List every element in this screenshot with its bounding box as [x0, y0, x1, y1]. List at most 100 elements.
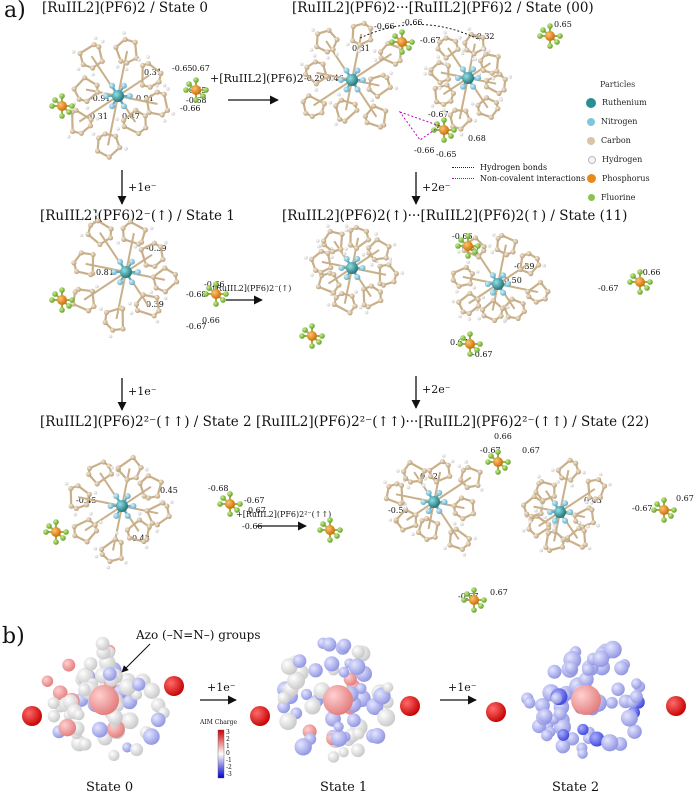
hydrogen-atom — [129, 311, 134, 315]
charge-label: 0.31 — [90, 112, 108, 121]
carbon-atom — [85, 231, 91, 237]
carbon-atom — [528, 271, 534, 277]
hydrogen-atom — [487, 244, 492, 248]
bond — [497, 283, 539, 294]
carbon-atom — [137, 480, 143, 486]
carbon-atom — [393, 271, 400, 277]
hydrogen-atom — [586, 524, 590, 529]
carbon-atom — [453, 526, 459, 532]
legend-label: Fluorine — [601, 193, 636, 202]
carbon-atom — [515, 315, 521, 322]
charge-label: -0.67 — [480, 446, 501, 455]
carbon-atom — [85, 308, 92, 314]
nitrogen-atom — [354, 86, 361, 93]
carbon-atom — [353, 224, 359, 231]
carbon-atom — [166, 513, 172, 519]
carbon-atom — [533, 299, 539, 305]
fluorine-atom — [505, 459, 511, 465]
nitrogen-atom — [120, 82, 127, 89]
carbon-atom — [158, 70, 164, 76]
hydrogen-atom — [114, 531, 119, 535]
carbon-atom — [538, 479, 545, 485]
carbon-atom — [467, 117, 473, 123]
hydrogen-atom — [452, 521, 457, 526]
carbon-atom — [524, 511, 530, 517]
charge-label: -0.65 — [436, 150, 457, 159]
carbon-atom — [495, 235, 501, 241]
carbon-atom — [459, 546, 465, 552]
carbon-atom — [361, 302, 367, 308]
panel-a-letter: a) — [4, 0, 26, 23]
hydrogen-atom — [508, 75, 513, 79]
charge-label: 0.31 — [144, 68, 162, 77]
carbon-atom — [143, 125, 149, 131]
aim-atom — [355, 683, 367, 694]
bond — [125, 232, 135, 273]
hydrogen-atom — [443, 30, 447, 35]
fluorine-atom — [69, 297, 75, 303]
carbon-atom — [494, 68, 500, 74]
carbon-atom — [152, 263, 158, 269]
fluorine-atom — [220, 297, 226, 303]
carbon-atom — [480, 67, 486, 73]
legend-label: Nitrogen — [601, 117, 638, 126]
carbon-atom — [108, 471, 115, 477]
hydrogen-atom — [314, 88, 318, 92]
carbon-atom — [519, 253, 525, 259]
hydrogen-atom — [361, 252, 366, 257]
aim-atom — [130, 743, 144, 757]
carbon-atom — [387, 84, 393, 90]
hydrogen-atom — [388, 518, 393, 522]
aim-atom — [102, 667, 117, 681]
bond — [400, 485, 404, 503]
hydrogen-atom — [481, 47, 486, 51]
hydrogen-atom — [473, 536, 477, 541]
fluorine-atom — [471, 607, 477, 613]
carbon-atom — [419, 518, 425, 524]
carbon-atom — [470, 511, 477, 517]
nitrogen-atom — [111, 269, 118, 275]
hydrogen-atom — [543, 515, 547, 520]
arrow-1e-b-label: +1e⁻ — [128, 385, 157, 398]
aim-atom — [47, 697, 60, 710]
carbon-atom — [146, 109, 152, 116]
hydrogen-atom — [170, 500, 174, 504]
hydrogen-atom — [354, 290, 358, 294]
colorbar-tick: -3 — [226, 771, 232, 778]
hydrogen-atom — [85, 106, 90, 110]
carbon-atom — [450, 90, 457, 96]
bond — [69, 488, 73, 507]
colorbar — [217, 729, 225, 779]
carbon-atom — [456, 299, 462, 305]
carbon-atom — [496, 90, 502, 96]
carbon-atom — [325, 250, 331, 256]
bond — [125, 271, 166, 281]
fluorine-atom — [334, 533, 340, 539]
carbon-atom — [324, 74, 330, 80]
hydrogen-atom — [437, 86, 442, 90]
bond — [351, 53, 392, 81]
carbon-atom — [357, 42, 363, 48]
hydrogen-atom — [155, 319, 160, 324]
carbon-atom — [151, 240, 157, 246]
hydrogen-atom — [442, 108, 446, 112]
aim-atom — [119, 678, 137, 696]
carbon-atom — [543, 544, 549, 550]
carbon-atom — [90, 251, 96, 258]
carbon-atom — [347, 310, 353, 316]
bond — [497, 262, 530, 285]
carbon-atom — [435, 521, 441, 527]
carbon-atom — [145, 473, 151, 479]
carbon-atom — [86, 491, 92, 497]
carbon-atom — [107, 558, 113, 564]
carbon-atom — [498, 313, 504, 319]
bond — [146, 501, 164, 512]
carbon-atom — [476, 110, 482, 116]
charge-label: -0.66 — [452, 232, 473, 241]
carbon-atom — [397, 57, 403, 64]
hydrogen-atom — [467, 27, 471, 31]
bond — [140, 249, 148, 266]
carbon-atom — [160, 256, 166, 262]
fluorine-atom — [478, 603, 484, 609]
aim-atom — [347, 713, 361, 728]
